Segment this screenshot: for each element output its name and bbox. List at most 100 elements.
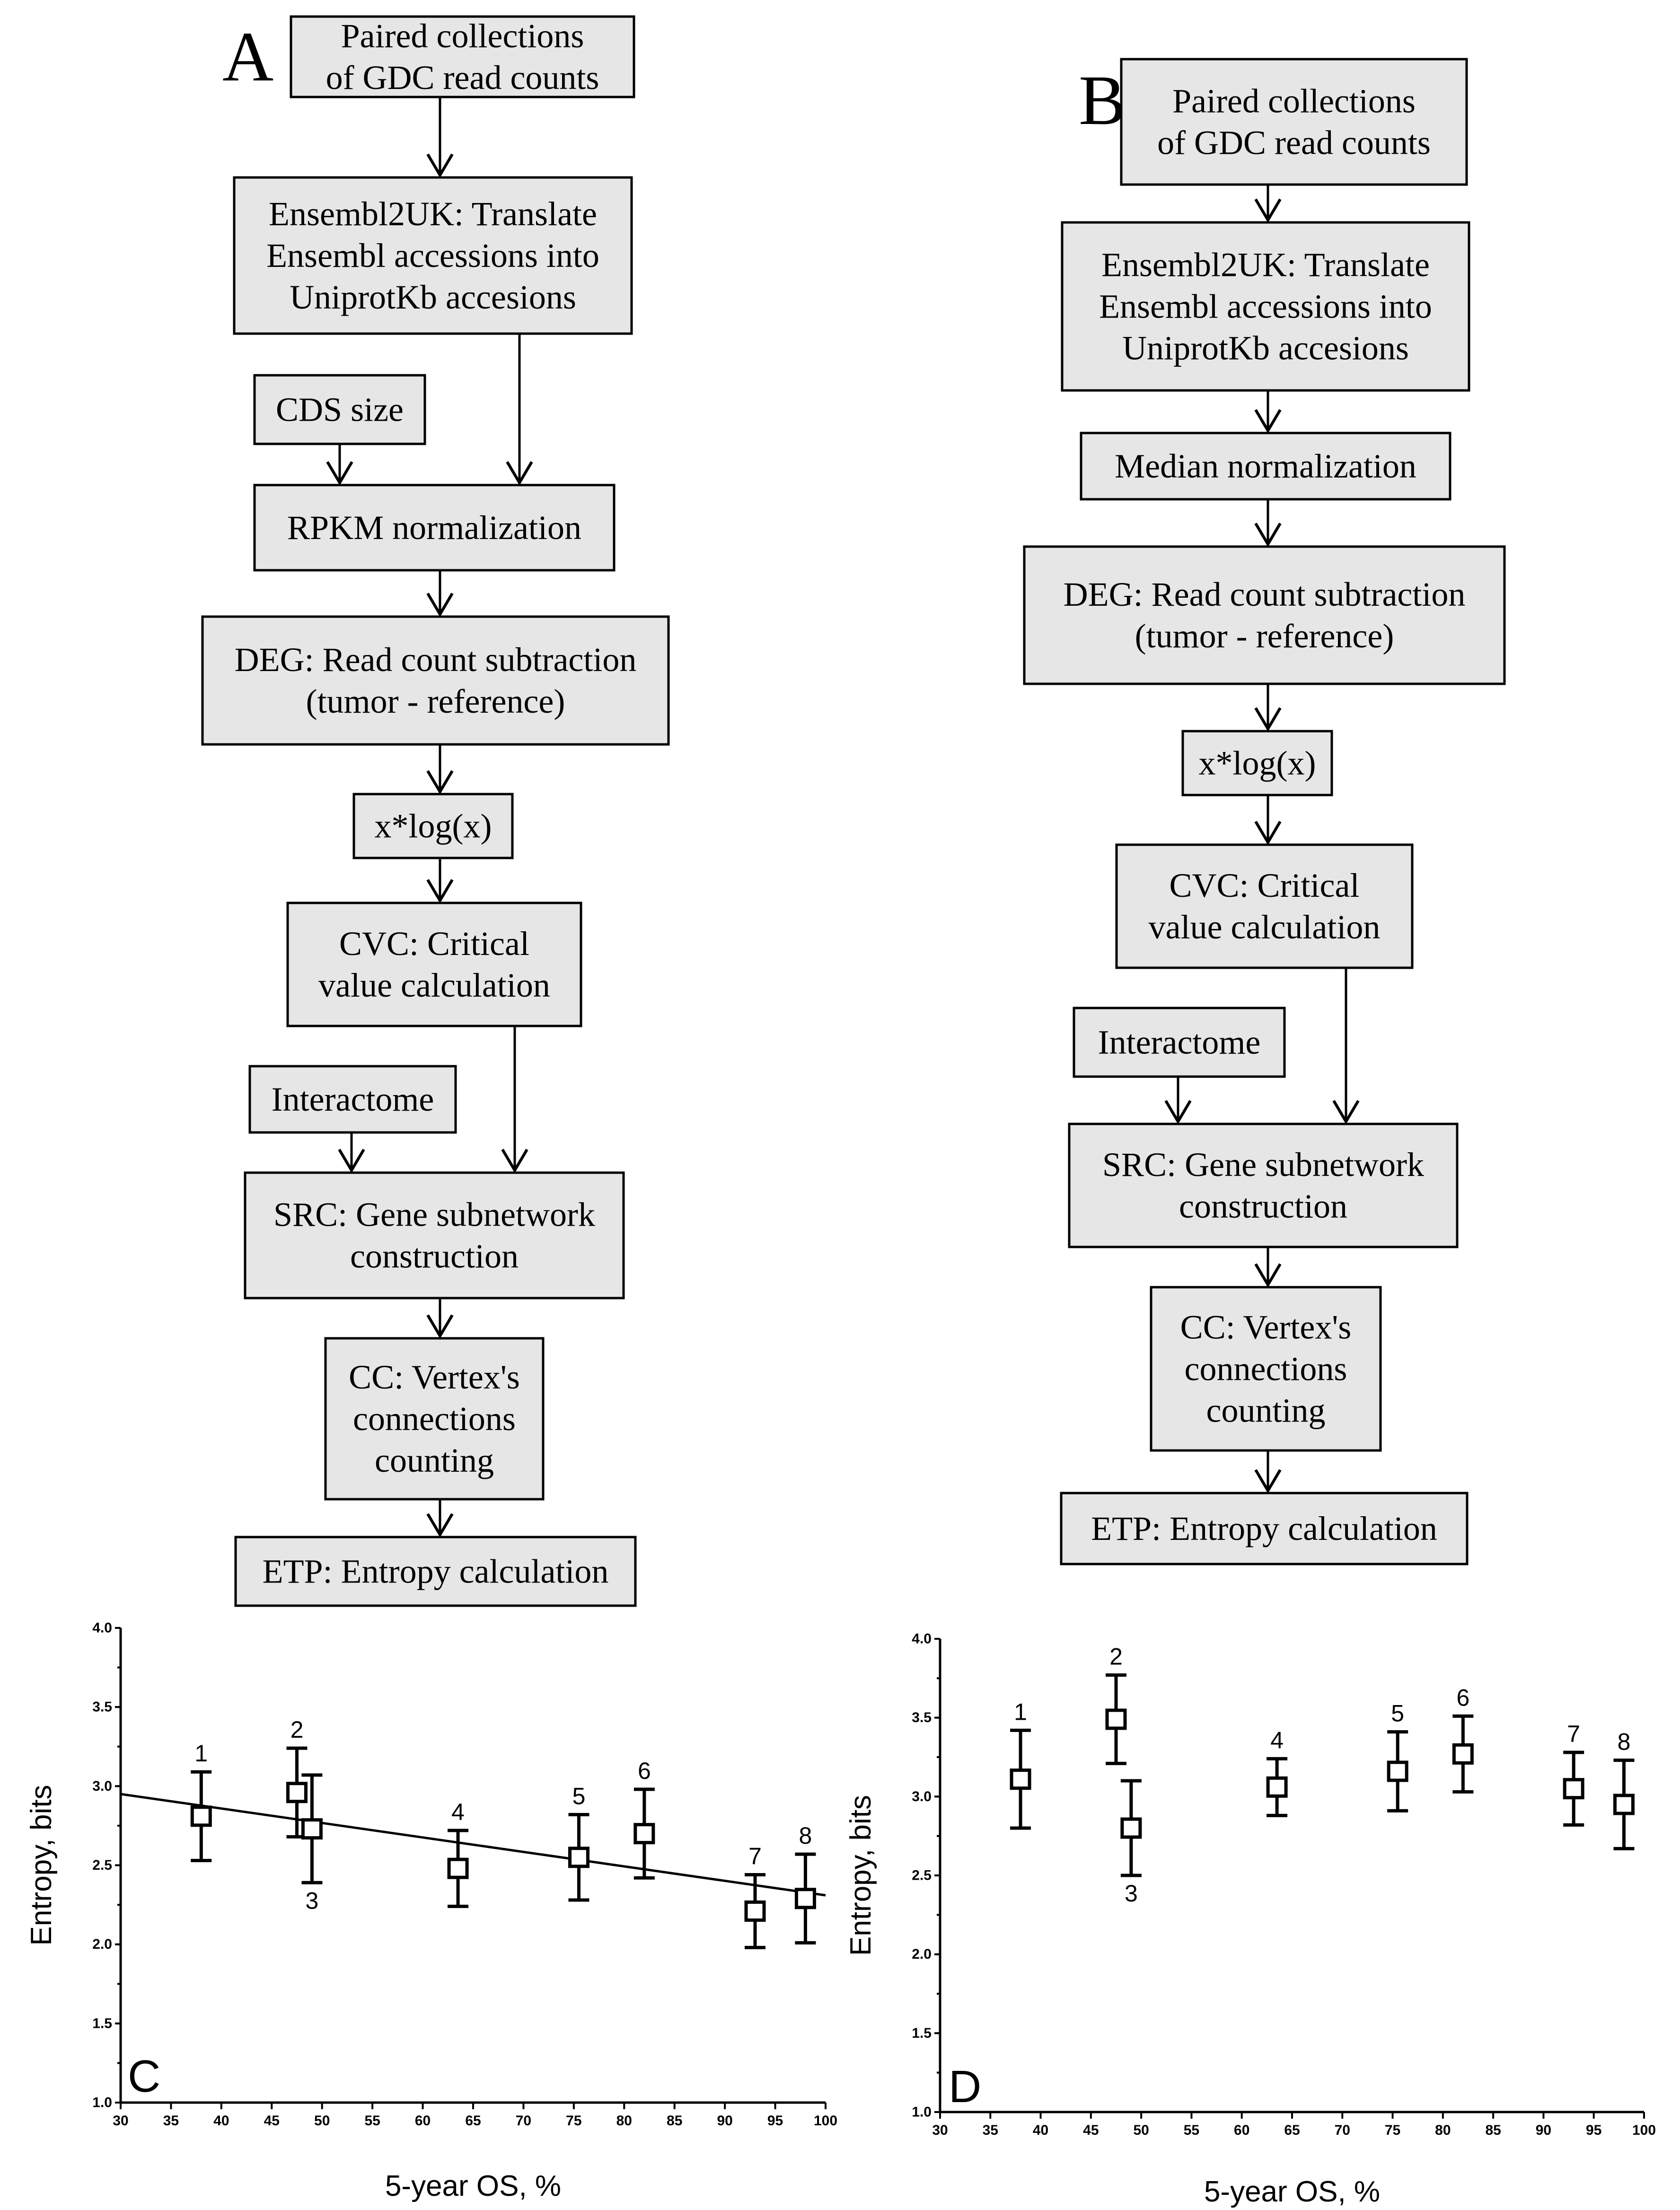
point-label: 7: [748, 1843, 762, 1870]
flow-node-text: CC: Vertex's: [349, 1358, 520, 1396]
flow-node-box: [1023, 545, 1506, 685]
square-marker: [633, 1823, 655, 1845]
x-tick-label: 85: [667, 2113, 682, 2129]
arrow-head: [1254, 821, 1282, 845]
flow-node-box: [234, 1536, 637, 1607]
y-axis-label: Entropy, bits: [844, 1795, 877, 1956]
data-point-7: 7: [744, 1843, 766, 1949]
data-point-4: 4: [1266, 1727, 1288, 1817]
flow-node-text: (tumor - reference): [1135, 617, 1394, 655]
trend-line: [120, 1793, 826, 1897]
arrow-head: [426, 1513, 454, 1538]
y-tick-label: 3.0: [92, 1778, 112, 1794]
x-tick-label: 35: [163, 2113, 179, 2129]
flow-node-box: [1181, 730, 1333, 796]
data-point-5: 5: [568, 1783, 589, 1902]
x-tick-label: 35: [983, 2122, 998, 2138]
point-label: 5: [572, 1783, 586, 1810]
x-axis-label: 5-year OS, %: [385, 2170, 561, 2202]
flow-arrow: [426, 1298, 454, 1339]
flow-arrow: [426, 97, 454, 178]
flow-node-interactome: Interactome: [1073, 1007, 1286, 1078]
flow-node-box: [324, 1337, 545, 1501]
x-tick-label: 70: [1335, 2122, 1350, 2138]
arrow-head: [1254, 409, 1282, 433]
point-label: 7: [1567, 1721, 1580, 1747]
y-tick-label: 3.5: [912, 1710, 932, 1725]
flow-node-etp: ETP: Entropy calculation: [234, 1536, 637, 1607]
flow-node-xlog: x*log(x): [352, 793, 514, 859]
flow-arrow: [1254, 1450, 1282, 1494]
flow-node-text: Ensembl2UK: Translate: [1101, 246, 1430, 284]
square-marker: [190, 1805, 212, 1827]
data-point-2: 2: [286, 1716, 308, 1839]
flow-arrow: [426, 1499, 454, 1538]
flow-node-rpkm: RPKM normalization: [253, 484, 616, 572]
flow-node-text: SRC: Gene subnetwork: [1102, 1146, 1424, 1184]
y-tick-label: 1.5: [92, 2016, 112, 2031]
square-marker: [1105, 1708, 1127, 1730]
square-marker: [1120, 1817, 1142, 1839]
flow-node-text: CDS size: [276, 391, 404, 429]
flow-node-text: Paired collections: [1172, 82, 1416, 120]
y-tick-label: 1.5: [912, 2025, 932, 2041]
square-marker: [1266, 1776, 1288, 1798]
x-tick-label: 75: [566, 2113, 581, 2129]
flow-arrow: [1254, 185, 1282, 223]
x-tick-label: 80: [616, 2113, 632, 2129]
x-tick-label: 95: [767, 2113, 783, 2129]
flow-node-text: value calculation: [318, 966, 550, 1004]
y-tick-label: 1.0: [92, 2095, 112, 2111]
arrow-head: [1254, 707, 1282, 732]
flow-node-box: [290, 15, 635, 98]
data-point-1: 1: [1010, 1698, 1031, 1830]
flow-node-text: SRC: Gene subnetwork: [273, 1196, 595, 1234]
flow-node-deg: DEG: Read count subtraction(tumor - refe…: [1023, 545, 1506, 685]
x-tick-label: 90: [1536, 2122, 1551, 2138]
y-tick-label: 1.0: [912, 2104, 932, 2120]
square-marker: [744, 1900, 766, 1922]
flow-node-text: (tumor - reference): [306, 682, 565, 720]
x-tick-label: 60: [1234, 2122, 1249, 2138]
x-tick-label: 50: [314, 2113, 330, 2129]
flow-arrow: [501, 1026, 528, 1173]
flow-node-text: of GDC read counts: [326, 59, 599, 97]
flow-node-box: [248, 1065, 457, 1134]
y-tick-label: 2.0: [912, 1946, 932, 1962]
flow-node-box: [1120, 58, 1468, 186]
data-point-4: 4: [447, 1799, 469, 1908]
flow-node-box: [1061, 221, 1470, 392]
flow-node-text: counting: [375, 1441, 494, 1479]
data-point-6: 6: [1452, 1684, 1474, 1794]
y-tick-label: 3.0: [912, 1789, 932, 1804]
square-marker: [301, 1818, 323, 1840]
square-marker: [286, 1782, 308, 1803]
flow-node-text: ETP: Entropy calculation: [263, 1553, 609, 1591]
flow-arrow: [326, 444, 353, 486]
flow-node-text: connections: [353, 1400, 516, 1438]
flow-node-text: Interactome: [1098, 1024, 1261, 1061]
x-tick-label: 70: [516, 2113, 531, 2129]
x-tick-label: 40: [1033, 2122, 1048, 2138]
flow-node-text: DEG: Read count subtraction: [235, 641, 637, 679]
flow-node-text: CVC: Critical: [339, 925, 529, 963]
x-tick-label: 40: [213, 2113, 229, 2129]
point-label: 6: [638, 1758, 651, 1784]
flow-node-box: [1080, 432, 1451, 501]
data-point-6: 6: [633, 1758, 655, 1880]
flow-node-text: Median normalization: [1115, 447, 1416, 485]
flow-node-text: x*log(x): [1199, 744, 1316, 782]
square-marker: [1613, 1794, 1635, 1815]
point-label: 8: [799, 1822, 812, 1849]
flow-arrow: [1254, 499, 1282, 547]
flow-node-xlog: x*log(x): [1181, 730, 1333, 796]
flow-node-cds: CDS size: [253, 374, 426, 445]
flow-node-deg: DEG: Read count subtraction(tumor - refe…: [201, 615, 670, 746]
point-label: 2: [290, 1716, 304, 1743]
